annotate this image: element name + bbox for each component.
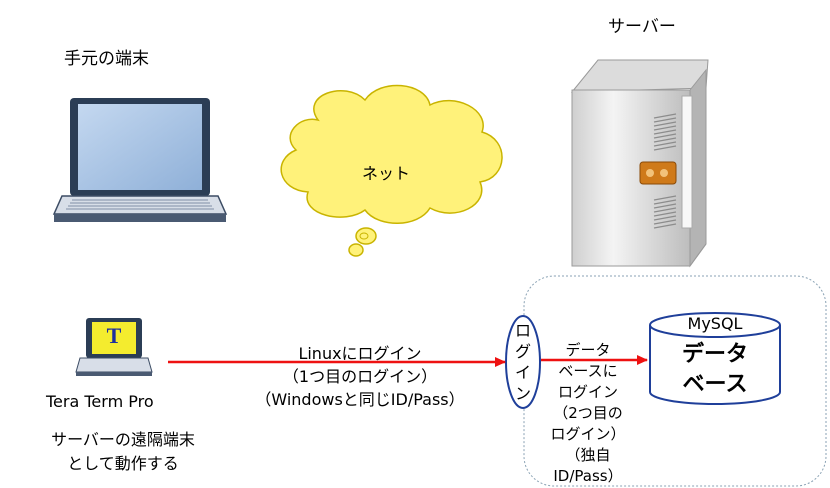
login-oval-char-4: ン — [514, 384, 531, 403]
db-login-line-5: ログイン） — [550, 425, 626, 443]
linux-login-line-3: （Windowsと同じID/Pass） — [255, 390, 465, 409]
server-label: サーバー — [608, 17, 676, 37]
tera-term-label: Tera Term Pro — [46, 392, 154, 411]
mysql-label: MySQL — [687, 314, 743, 333]
database-cylinder-icon — [649, 312, 781, 405]
server-icon — [570, 59, 709, 268]
login-oval-char-1: ロ — [514, 321, 531, 340]
laptop-icon — [52, 98, 228, 222]
remote-note-line-1: サーバーの遠隔端末 — [51, 430, 195, 449]
server-region-border — [523, 275, 827, 487]
linux-login-text: Linuxにログイン （1つ目のログイン） （Windowsと同じID/Pass… — [220, 342, 500, 411]
remote-note-line-2: として動作する — [67, 454, 179, 473]
network-cloud-icon — [280, 84, 503, 257]
remote-terminal-note: サーバーの遠隔端末 として動作する — [18, 428, 228, 476]
local-terminal-label: 手元の端末 — [64, 49, 149, 69]
tera-term-icon-letter: T — [106, 323, 122, 348]
database-line-2: ベース — [682, 372, 748, 397]
login-oval-char-3: イ — [514, 363, 531, 382]
db-login-line-6: （独自ID/Pass） — [553, 446, 623, 485]
database-line-1: データ — [681, 342, 748, 367]
db-login-text: データ ベースに ログイン （2つ目の ログイン） （独自ID/Pass） — [540, 340, 636, 487]
db-login-line-1: データ — [565, 341, 611, 359]
login-oval-text: ロ グ イ ン — [513, 320, 533, 404]
db-login-line-3: ログイン — [557, 383, 618, 401]
database-label: データ ベース — [650, 340, 780, 400]
linux-login-line-1: Linuxにログイン — [298, 344, 422, 363]
linux-login-line-2: （1つ目のログイン） — [282, 367, 438, 386]
db-login-line-4: （2つ目の — [553, 404, 623, 422]
tera-term-icon — [75, 318, 153, 376]
db-login-line-2: ベースに — [558, 362, 618, 380]
network-label: ネット — [362, 164, 411, 183]
login-oval-char-2: グ — [514, 342, 531, 361]
login-oval — [505, 315, 541, 409]
